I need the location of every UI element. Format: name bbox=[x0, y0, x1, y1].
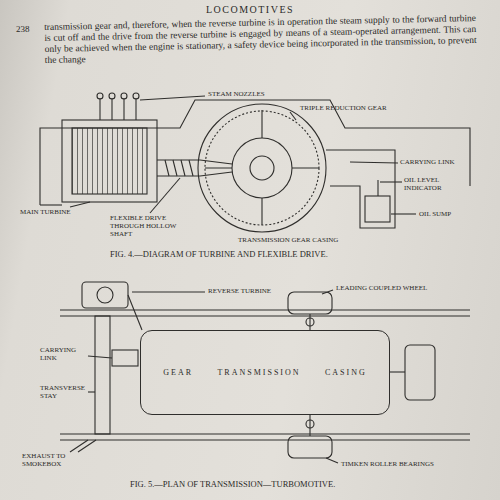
part-label: OIL SUMP bbox=[419, 210, 479, 218]
part-label: FLEXIBLE DRIVE THROUGH HOLLOW SHAFT bbox=[110, 214, 200, 238]
running-head: LOCOMOTIVES bbox=[205, 4, 295, 16]
figure-caption: FIG. 4.—DIAGRAM OF TURBINE AND FLEXIBLE … bbox=[110, 250, 440, 260]
part-label: OIL LEVEL INDICATOR bbox=[404, 176, 474, 192]
casing-text: GEAR bbox=[163, 368, 193, 377]
fig5-drawing bbox=[60, 282, 470, 463]
part-label: TIMKEN ROLLER BEARINGS bbox=[341, 460, 481, 468]
part-label: TRIPLE REDUCTION GEAR bbox=[300, 104, 420, 112]
part-label: EXHAUST TO SMOKEBOX bbox=[22, 452, 84, 468]
part-label: MAIN TURBINE bbox=[20, 208, 80, 216]
part-label: CARRYING LINK bbox=[400, 158, 470, 166]
part-label: CARRYING LINK bbox=[40, 346, 88, 362]
fig4-drawing bbox=[40, 93, 470, 232]
casing-text: TRANSMISSION bbox=[217, 368, 300, 377]
figure-caption: FIG. 5.—PLAN OF TRANSMISSION—TURBOMOTIVE… bbox=[130, 480, 430, 490]
part-label: STEAM NOZZLES bbox=[208, 90, 308, 98]
page-number: 238 bbox=[16, 24, 40, 34]
part-label: TRANSVERSE STAY bbox=[40, 384, 88, 400]
part-label: TRANSMISSION GEAR CASING bbox=[238, 236, 378, 244]
casing-text: CASING bbox=[325, 368, 367, 377]
gear-casing: GEAR TRANSMISSION CASING bbox=[140, 330, 390, 415]
part-label: LEADING COUPLED WHEEL bbox=[336, 284, 476, 292]
body-text: transmission gear and, therefore, when t… bbox=[44, 13, 477, 66]
part-label: REVERSE TURBINE bbox=[208, 287, 308, 295]
